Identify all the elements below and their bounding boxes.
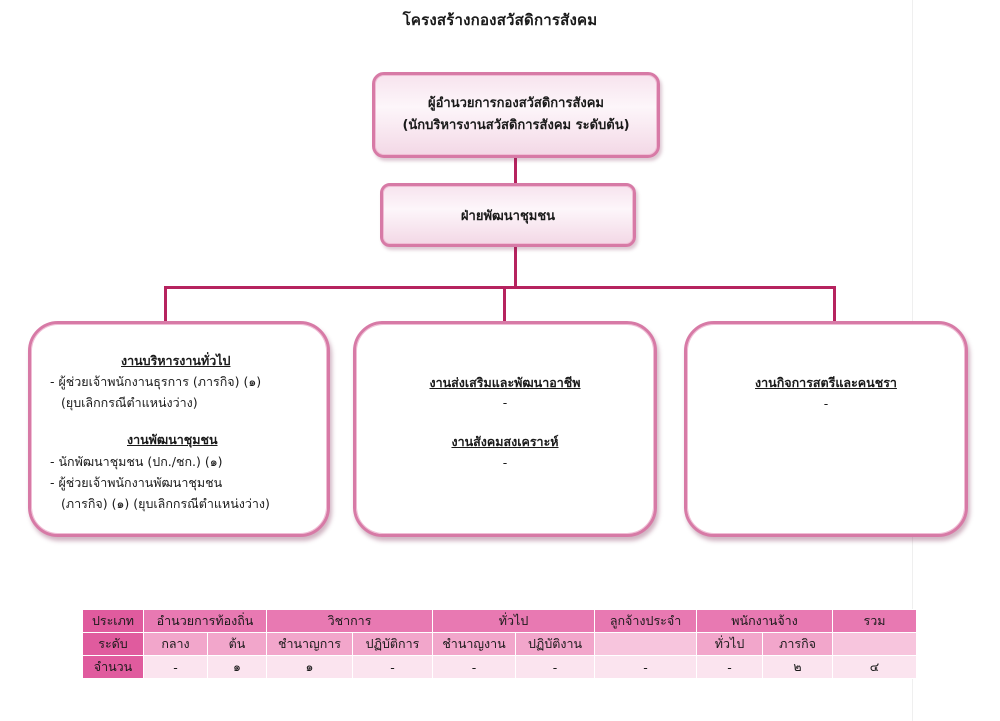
connector-left-drop <box>164 286 167 322</box>
local-admin-header: อำนวยการท้องถิ่น <box>143 609 267 633</box>
table-row: ประเภท อำนวยการท้องถิ่น วิชาการ ทั่วไป ล… <box>82 609 918 633</box>
level-cell: ปฏิบัติงาน <box>515 632 596 656</box>
count-cell: - <box>351 655 434 679</box>
community-development-division-box: ฝ่ายพัฒนาชุมชน <box>380 183 636 247</box>
community-dev-heading: งานพัฒนาชุมชน <box>127 432 218 447</box>
level-cell <box>832 632 918 656</box>
level-cell <box>594 632 698 656</box>
general-admin-heading: งานบริหารงานทั่วไป <box>121 353 231 368</box>
women-elderly-dash: - <box>823 396 829 411</box>
director-title: ผู้อำนวยการกองสวัสดิการสังคม <box>427 96 605 111</box>
count-label: จำนวน <box>82 655 144 679</box>
count-cell: - <box>515 655 596 679</box>
page-title: โครงสร้างกองสวัสดิการสังคม <box>402 11 598 29</box>
level-cell: ทั่วไป <box>696 632 764 656</box>
career-promotion-dash: - <box>502 395 508 410</box>
connector-mid-bus <box>514 247 517 288</box>
connector-top-mid <box>514 158 517 183</box>
women-elderly-box: งานกิจการสตรีและคนชรา - <box>684 321 968 537</box>
staffing-table: ประเภท อำนวยการท้องถิ่น วิชาการ ทั่วไป ล… <box>82 609 918 679</box>
permanent-header: ลูกจ้างประจำ <box>594 609 698 633</box>
social-welfare-dash: - <box>502 455 508 470</box>
table-row: ระดับ กลาง ต้น ชำนาญการ ปฏิบัติการ ชำนาญ… <box>82 632 918 656</box>
total-header: รวม <box>832 609 918 633</box>
count-cell: ๔ <box>832 655 918 679</box>
career-promotion-box: งานส่งเสริมและพัฒนาอาชีพ - งานสังคมสงเคร… <box>353 321 657 537</box>
academic-header: วิชาการ <box>265 609 434 633</box>
count-cell: - <box>594 655 698 679</box>
director-subtitle: (นักบริหารงานสวัสดิการสังคม ระดับต้น) <box>402 118 630 133</box>
count-cell: - <box>143 655 208 679</box>
general-admin-box: งานบริหารงานทั่วไป - ผู้ช่วยเจ้าพนักงานธ… <box>28 321 330 537</box>
community-dev-item-1: - นักพัฒนาชุมชน (ปก./ชก.) (๑) <box>50 454 223 469</box>
count-cell: - <box>696 655 764 679</box>
women-elderly-heading: งานกิจการสตรีและคนชรา <box>755 375 897 390</box>
table-row: จำนวน - ๑ ๑ - - - - - ๒ ๔ <box>82 655 918 679</box>
general-header: ทั่วไป <box>432 609 596 633</box>
connector-bus <box>164 286 836 289</box>
career-promotion-heading: งานส่งเสริมและพัฒนาอาชีพ <box>429 375 581 390</box>
general-admin-item-1: - ผู้ช่วยเจ้าพนักงานธุรการ (ภารกิจ) (๑) <box>50 374 262 389</box>
level-cell: ชำนาญงาน <box>432 632 517 656</box>
count-cell: ๑ <box>207 655 267 679</box>
division-label: ฝ่ายพัฒนาชุมชน <box>460 208 556 224</box>
level-label: ระดับ <box>82 632 144 656</box>
connector-right-drop <box>833 286 836 322</box>
type-label: ประเภท <box>82 609 144 633</box>
level-cell: กลาง <box>143 632 208 656</box>
community-dev-item-2-note: (ภารกิจ) (๑) (ยุบเลิกกรณีตำแหน่งว่าง) <box>61 496 270 511</box>
level-cell: ปฏิบัติการ <box>351 632 434 656</box>
connector-center-drop <box>503 286 506 322</box>
community-dev-item-2: - ผู้ช่วยเจ้าพนักงานพัฒนาชุมชน <box>50 475 223 490</box>
director-box: ผู้อำนวยการกองสวัสดิการสังคม (นักบริหารง… <box>372 72 660 158</box>
level-cell: ต้น <box>207 632 267 656</box>
level-cell: ภารกิจ <box>762 632 834 656</box>
count-cell: ๒ <box>762 655 834 679</box>
count-cell: ๑ <box>266 655 353 679</box>
count-cell: - <box>432 655 517 679</box>
general-admin-item-1-note: (ยุบเลิกกรณีตำแหน่งว่าง) <box>61 395 198 410</box>
social-welfare-heading: งานสังคมสงเคราะห์ <box>451 434 559 449</box>
level-cell: ชำนาญการ <box>266 632 353 656</box>
employee-header: พนักงานจ้าง <box>696 609 834 633</box>
